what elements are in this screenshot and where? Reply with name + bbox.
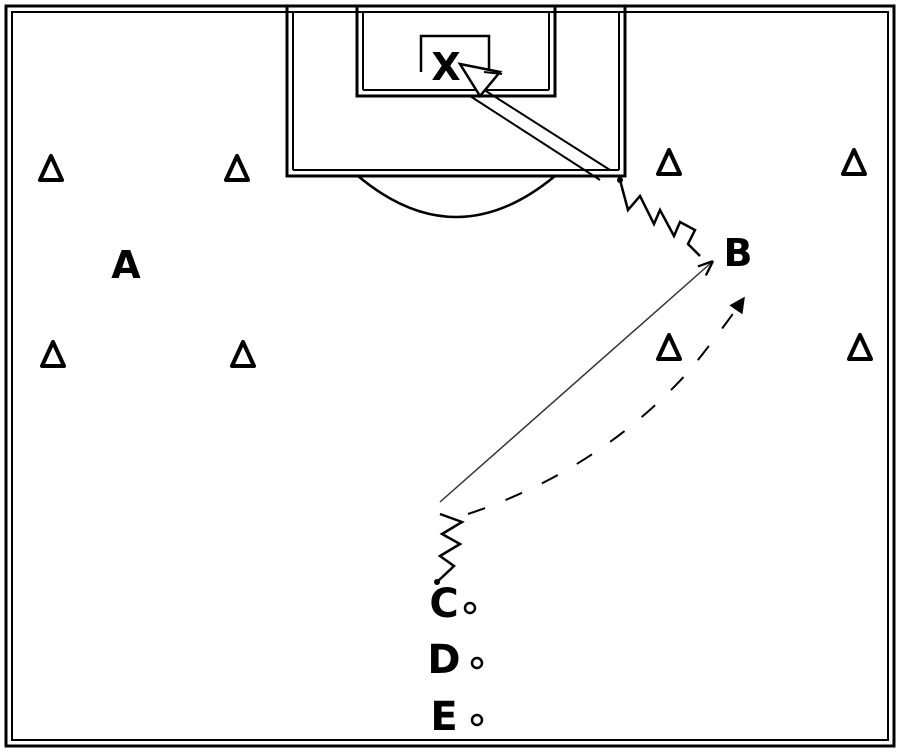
dribble-start-dot bbox=[434, 579, 440, 585]
cone-icon bbox=[40, 340, 66, 368]
shot-arrow bbox=[457, 62, 611, 181]
dribble-path-c bbox=[436, 512, 465, 583]
dribble-path-b bbox=[618, 179, 701, 257]
player-c-label: C bbox=[429, 581, 458, 627]
pass-arrow-c-to-b bbox=[439, 262, 712, 503]
penalty-arc bbox=[357, 175, 556, 219]
cone-icon bbox=[230, 340, 256, 368]
goal-area bbox=[355, 4, 557, 98]
player-d-label: D bbox=[427, 637, 460, 683]
cone-icon bbox=[656, 148, 682, 176]
player-a-label: A bbox=[111, 243, 141, 287]
pitch-outer-border bbox=[4, 4, 896, 748]
player-b-label: B bbox=[724, 231, 753, 275]
dribble-end-dot bbox=[617, 177, 623, 183]
goalkeeper-label: X bbox=[431, 45, 460, 89]
ball-icon bbox=[470, 713, 484, 727]
cone-icon bbox=[847, 333, 873, 361]
goalkeeper-box bbox=[419, 34, 491, 72]
pitch-inner-border bbox=[11, 11, 889, 741]
cone-icon bbox=[656, 333, 682, 361]
run-arrow-c bbox=[467, 296, 745, 515]
cone-icon bbox=[841, 148, 867, 176]
ball-icon bbox=[470, 656, 484, 670]
ball-icon bbox=[463, 601, 477, 615]
cone-icon bbox=[38, 154, 64, 182]
cone-icon bbox=[224, 154, 250, 182]
player-e-label: E bbox=[430, 694, 457, 740]
